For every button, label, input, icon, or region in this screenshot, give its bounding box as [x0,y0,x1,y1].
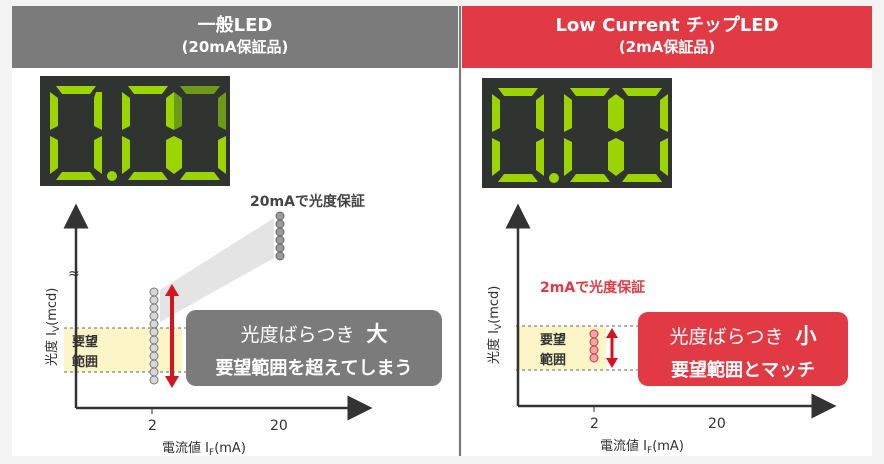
low-current-led-panel: Low Current チップLED (2mA保証品) [462,6,872,456]
callout-emphasis: 大 [366,322,388,346]
decimal-point [549,173,559,183]
general-led-chart: 要望 範囲 ≈ 光度 IV(mcd) 2 20 電流値 IF(mA) 20mAで… [44,193,373,456]
general-led-panel: 一般LED (20mA保証品) [12,6,458,456]
header-title: 一般LED [197,15,273,36]
callout-text: 光度ばらつき [240,324,355,346]
annotation-20ma: 20mAで光度保証 [250,193,365,210]
callout-text: 光度ばらつき [669,326,784,348]
band-label-1: 要望 [72,334,98,350]
tick-label-20: 20 [270,418,288,434]
arrow-head-top [606,328,618,338]
annotation-2ma: 2mAで光度保証 [540,279,645,296]
digit-2 [174,86,226,180]
general-led-header: 一般LED (20mA保証品) [12,6,458,68]
tick-label-2: 2 [148,418,157,434]
variation-callout-large: 光度ばらつき 大 要望範囲を超えてしまう [186,310,442,386]
digit-0 [50,86,102,180]
callout-subtext: 要望範囲とマッチ [671,360,815,381]
decimal-point [107,171,117,181]
callout-emphasis: 小 [795,324,817,348]
header-subtitle: (2mA保証品) [618,38,716,56]
digit-2 [616,88,668,182]
tick-label-2: 2 [590,416,599,432]
low-current-chart: 要望 範囲 光度 IV(mcd) 2 20 電流値 IF(mA) 2mAで光度保… [486,203,837,456]
required-range-band [64,328,182,372]
samples-2ma [589,329,599,363]
seven-segment-display [482,78,672,188]
band-label-2: 範囲 [72,354,98,370]
digit-1 [564,88,616,182]
arrow-head-top [165,284,179,296]
digit-1 [122,86,174,180]
tick-label-20: 20 [708,416,726,432]
digits-svg [50,86,226,181]
arrow-head-bottom [165,376,179,388]
arrow-head-bottom [606,358,618,368]
variation-callout-small: 光度ばらつき 小 要望範囲とマッチ [638,312,848,386]
header-title: Low Current チップLED [555,15,779,36]
samples-20ma [275,211,285,261]
axis-break-mark: ≈ [68,266,80,282]
digit-0 [492,88,544,182]
zoom-wedge [160,218,274,322]
y-axis-label: 光度 IV(mcd) [44,288,62,366]
x-axis-label: 電流値 IF(mA) [600,438,684,456]
y-axis-label: 光度 IV(mcd) [486,286,504,364]
samples-2ma [149,287,159,385]
panel-divider [459,6,461,456]
band-label-1: 要望 [540,332,566,348]
seven-segment-display [40,76,230,186]
low-current-header: Low Current チップLED (2mA保証品) [462,6,872,68]
callout-subtext: 要望範囲を超えてしまう [215,358,413,379]
header-subtitle: (20mA保証品) [181,38,289,56]
digits-svg [492,88,668,183]
x-axis-label: 電流値 IF(mA) [162,440,246,456]
band-label-2: 範囲 [540,352,566,368]
